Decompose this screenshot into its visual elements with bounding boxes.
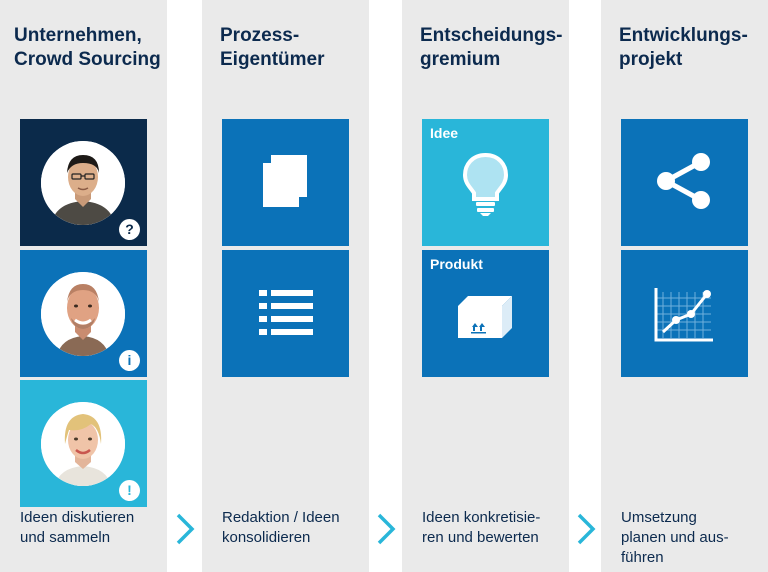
tile-growth-chart (621, 250, 748, 377)
column-caption: Ideen diskutieren und sammeln (20, 508, 160, 548)
heading-line: projekt (619, 49, 683, 70)
column-heading: Entwicklungs- projekt (619, 24, 748, 72)
column-process-owner: Prozess- Eigentümer Redaktion / Ideen ko… (202, 0, 369, 572)
column-development-project: Entwicklungs- projekt (601, 0, 768, 572)
lightbulb-icon (462, 152, 509, 216)
caption-line: konsolidieren (222, 529, 311, 546)
heading-line: Unternehmen, (14, 25, 142, 46)
tile-list (222, 250, 349, 377)
person-asian-man-icon (41, 141, 125, 225)
tile-person-1: ? (20, 119, 147, 246)
column-heading: Entscheidungs- gremium (420, 24, 563, 72)
heading-line: Entwicklungs- (619, 25, 748, 46)
tile-person-3: ! (20, 380, 147, 507)
list-icon (259, 290, 313, 335)
person-blonde-woman-icon (41, 402, 125, 486)
heading-line: Entscheidungs- (420, 25, 563, 46)
caption-line: ren und bewerten (422, 529, 539, 546)
caption-line: Ideen diskutieren (20, 509, 135, 526)
caption-line: führen (621, 549, 664, 566)
column-caption: Umsetzung planen und aus- führen (621, 508, 761, 568)
tile-idea: Idee (422, 119, 549, 246)
column-caption: Ideen konkretisie- ren und bewerten (422, 508, 562, 548)
chevron-right-icon (377, 513, 396, 545)
tile-share (621, 119, 748, 246)
caption-line: planen und aus- (621, 529, 729, 546)
caption-line: Umsetzung (621, 509, 697, 526)
tile-copy-pages (222, 119, 349, 246)
column-decision-board: Entscheidungs- gremium Idee Produkt Idee… (402, 0, 569, 572)
package-box-icon (458, 296, 512, 338)
tile-person-2: i (20, 250, 147, 377)
info-badge-icon: i (119, 350, 140, 371)
caption-line: und sammeln (20, 529, 111, 546)
column-heading: Unternehmen, Crowd Sourcing (14, 24, 161, 72)
caption-line: Ideen konkretisie- (422, 509, 541, 526)
column-caption: Redaktion / Ideen konsolidieren (222, 508, 362, 548)
share-icon (657, 153, 710, 209)
tile-label-idea: Idee (430, 125, 459, 141)
tile-label-product: Produkt (430, 256, 483, 272)
caption-line: Redaktion / Ideen (222, 509, 340, 526)
person-bald-man-icon (41, 272, 125, 356)
growth-chart-icon (654, 288, 713, 342)
column-crowd-sourcing: Unternehmen, Crowd Sourcing ? (0, 0, 167, 572)
heading-line: Crowd Sourcing (14, 49, 161, 70)
exclamation-badge-icon: ! (119, 480, 140, 501)
heading-line: gremium (420, 49, 501, 70)
question-badge-icon: ? (119, 219, 140, 240)
heading-line: Eigentümer (220, 49, 325, 70)
chevron-right-icon (176, 513, 195, 545)
heading-line: Prozess- (220, 25, 300, 46)
column-heading: Prozess- Eigentümer (220, 24, 325, 72)
tile-product: Produkt (422, 250, 549, 377)
copy-pages-icon (263, 155, 307, 207)
chevron-right-icon (577, 513, 596, 545)
